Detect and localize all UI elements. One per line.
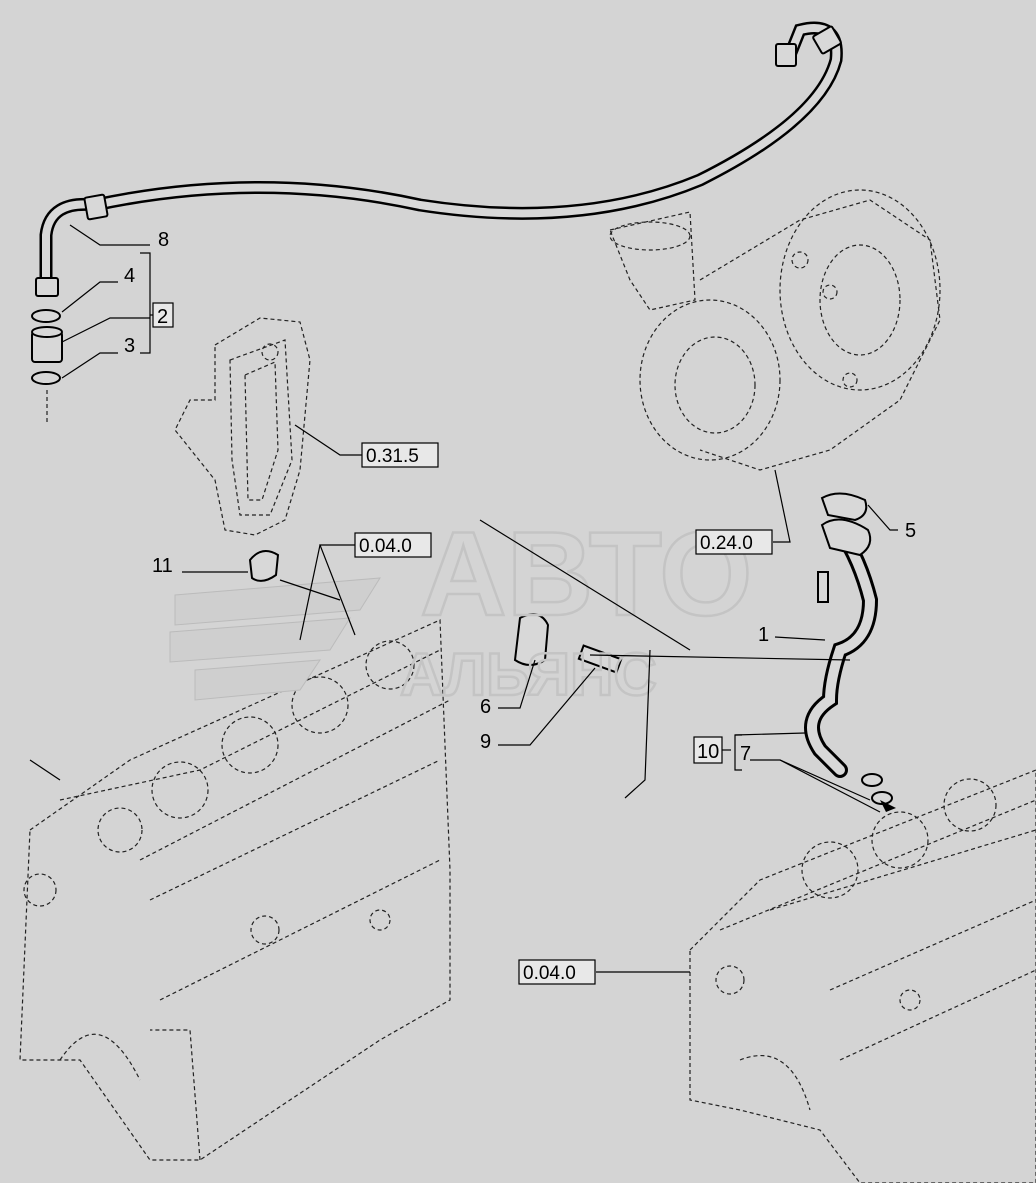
watermark-line1: АВТО [420, 507, 752, 641]
watermark: АВТО АЛЬЯНС [169, 506, 754, 709]
callout-10: 10 [697, 741, 719, 763]
callout-11: 11 [152, 555, 173, 577]
engine-block-left [19, 619, 451, 1161]
watermark-line2: АЛЬЯНС [400, 641, 657, 708]
oil-drain-pipe [804, 492, 893, 805]
callout-9: 9 [480, 731, 491, 753]
engine-block-right [689, 769, 1036, 1183]
callout-2: 2 [157, 306, 168, 328]
clamp-and-bolt [248, 550, 623, 674]
callout-3: 3 [124, 335, 135, 357]
turbocharger [609, 189, 941, 471]
callout-1: 1 [758, 624, 769, 646]
ref-0-31-5: 0.31.5 [366, 446, 419, 467]
union-fitting [31, 309, 63, 425]
oil-feed-pipe [35, 21, 843, 297]
ref-0-04-0-top: 0.04.0 [359, 536, 412, 557]
oil-cooler-cover [174, 317, 311, 536]
ref-0-04-0-bottom: 0.04.0 [523, 963, 576, 984]
callout-4: 4 [124, 265, 135, 287]
leader-lines [29, 224, 898, 973]
callout-8: 8 [158, 229, 169, 251]
ref-0-24-0: 0.24.0 [700, 533, 753, 554]
callout-7: 7 [740, 743, 751, 765]
callout-5: 5 [905, 520, 916, 542]
callout-6: 6 [480, 696, 491, 718]
